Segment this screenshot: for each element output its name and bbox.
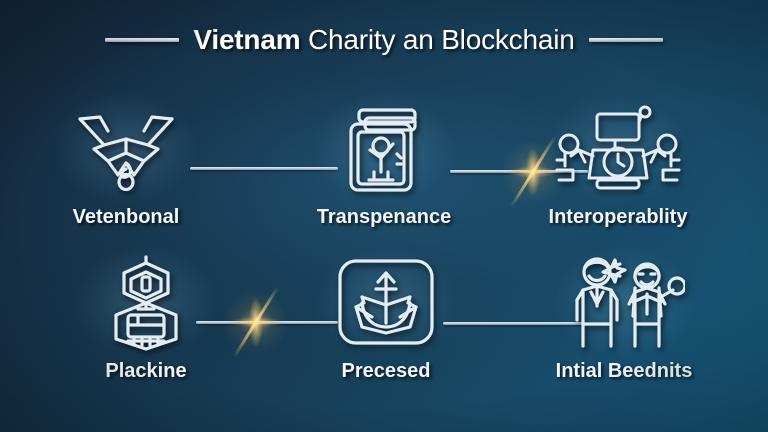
two-people-icon [575, 257, 685, 348]
node-interoperablity[interactable]: Interoperablity [518, 93, 718, 229]
icon-wrap-vetenbonal [26, 93, 226, 203]
icon-wrap-intial-beednits [524, 247, 724, 357]
node-precesed[interactable]: Precesed [286, 247, 486, 383]
icon-wrap-transpenance [284, 93, 484, 203]
node-label-vetenbonal: Vetenbonal [72, 206, 180, 228]
title-rule-right [588, 38, 663, 42]
icon-wrap-interoperablity [518, 93, 718, 203]
title-rest-words: Charity an Blockchain [300, 24, 575, 55]
title-rule-left [105, 38, 180, 42]
anchor-badge-icon [338, 259, 434, 345]
title-text: Vietnam Charity an Blockchain [193, 24, 574, 56]
antler-outline-icon [78, 115, 174, 191]
node-label-plackine: Plackine [105, 360, 187, 382]
robot-figure-icon [114, 255, 178, 351]
icon-wrap-precesed [286, 247, 486, 357]
node-transpenance[interactable]: Transpenance [284, 93, 484, 229]
node-label-interoperablity: Interoperablity [548, 206, 688, 228]
node-vetenbonal[interactable]: Vetenbonal [26, 93, 226, 229]
node-plackine[interactable]: Plackine [46, 247, 246, 383]
framed-figure-icon [349, 108, 417, 192]
node-label-transpenance: Transpenance [316, 206, 452, 228]
node-label-precesed: Precesed [341, 360, 431, 382]
clock-monitor-icon [555, 105, 681, 190]
node-intial-beednits[interactable]: Intial Beednits [524, 247, 724, 383]
node-label-intial-beednits: Intial Beednits [555, 360, 693, 382]
title-strong-word: Vietnam [193, 24, 301, 55]
icon-wrap-plackine [46, 247, 246, 357]
page-title: Vietnam Charity an Blockchain [0, 24, 768, 56]
